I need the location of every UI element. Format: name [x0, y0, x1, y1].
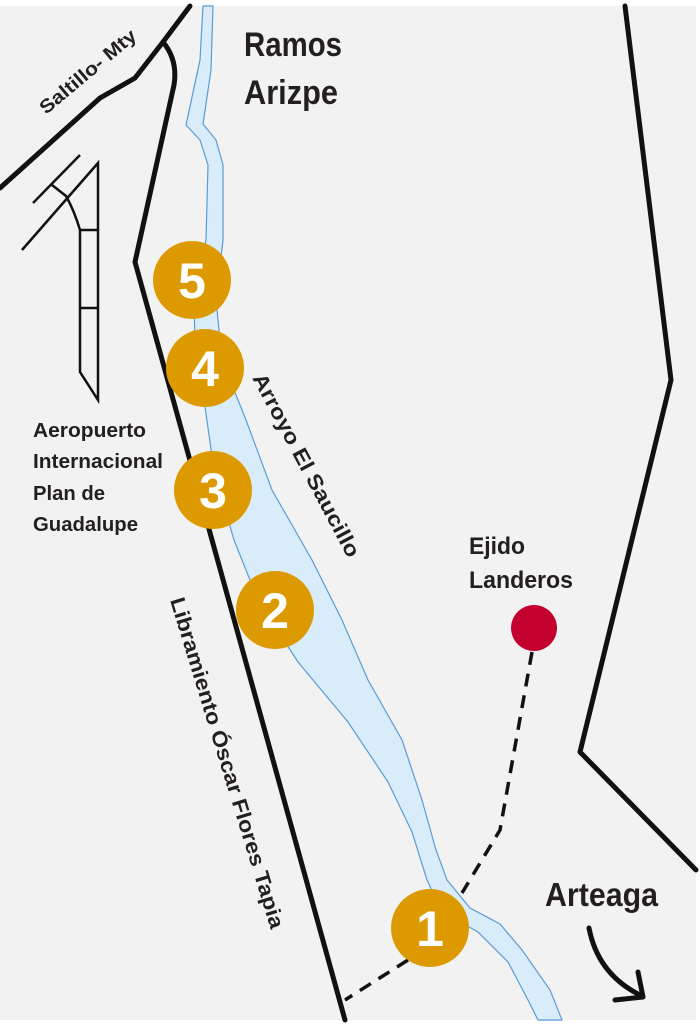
label-landeros: Landeros [469, 567, 573, 594]
label-ramos: Ramos [244, 26, 342, 64]
svg-text:4: 4 [191, 341, 219, 397]
label-arizpe: Arizpe [244, 74, 338, 112]
label-arteaga: Arteaga [545, 876, 659, 913]
route-to-ejido [460, 651, 534, 894]
svg-text:5: 5 [178, 253, 206, 309]
marker-4[interactable]: 4 [166, 329, 244, 407]
label-airport-3: Plan de [33, 483, 105, 505]
marker-1[interactable]: 1 [391, 889, 469, 967]
ejido-landeros-marker[interactable] [511, 605, 557, 651]
svg-text:2: 2 [261, 583, 289, 639]
marker-2[interactable]: 2 [236, 571, 314, 649]
label-airport-1: Aeropuerto [33, 420, 146, 442]
map-background [0, 6, 696, 1020]
arrow-icon [586, 925, 646, 1003]
label-ejido: Ejido [469, 533, 525, 560]
airport-runways [21, 154, 100, 405]
label-airport-4: Guadalupe [33, 514, 138, 536]
marker-3[interactable]: 3 [174, 451, 252, 529]
marker-5[interactable]: 5 [153, 241, 231, 319]
road-saltillo-mty [0, 39, 166, 191]
route-southwest [344, 958, 409, 1002]
label-airport-2: Internacional [33, 451, 163, 473]
road-east [577, 3, 699, 873]
svg-text:1: 1 [416, 901, 444, 957]
svg-text:3: 3 [199, 463, 227, 519]
